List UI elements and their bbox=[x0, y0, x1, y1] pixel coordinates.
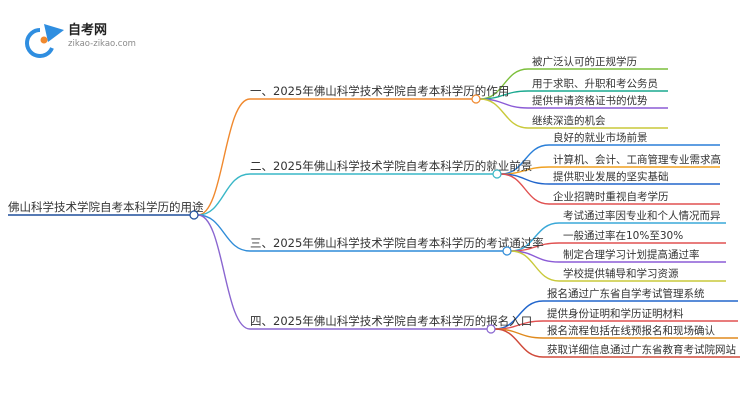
leaf-label: 计算机、会计、工商管理专业需求高 bbox=[553, 153, 721, 166]
leaf-label: 学校提供辅导和学习资源 bbox=[563, 267, 679, 280]
branch-to-leaf-connector bbox=[479, 98, 529, 129]
branch-collapse-dot[interactable] bbox=[492, 169, 502, 179]
leaf-label: 企业招聘时重视自考学历 bbox=[553, 190, 669, 203]
logo-name: 自考网 bbox=[68, 22, 107, 38]
root-collapse-dot[interactable] bbox=[189, 210, 199, 220]
branch-collapse-dot[interactable] bbox=[486, 324, 496, 334]
logo-mark-icon bbox=[25, 24, 64, 58]
leaf-node[interactable]: 企业招聘时重视自考学历 bbox=[549, 190, 720, 205]
leaf-node[interactable]: 获取详细信息通过广东省教育考试院网站 bbox=[543, 343, 740, 358]
leaf-node[interactable]: 被广泛认可的正规学历 bbox=[528, 55, 668, 70]
leaf-node[interactable]: 提供身份证明和学历证明材料 bbox=[543, 307, 738, 322]
leaf-node[interactable]: 提供申请资格证书的优势 bbox=[528, 94, 668, 109]
leaf-label: 提供职业发展的坚实基础 bbox=[553, 170, 669, 183]
leaf-node[interactable]: 报名通过广东省自学考试管理系统 bbox=[543, 287, 738, 302]
leaf-label: 继续深造的机会 bbox=[532, 114, 606, 127]
branch-label: 二、2025年佛山科学技术学院自考本科学历的就业前景 bbox=[250, 159, 532, 173]
root-to-branch-connector bbox=[197, 98, 251, 216]
leaf-label: 一般通过率在10%至30% bbox=[563, 229, 683, 242]
leaf-node[interactable]: 计算机、会计、工商管理专业需求高 bbox=[549, 153, 721, 168]
root-to-branch-connector bbox=[197, 214, 251, 330]
leaf-node[interactable]: 学校提供辅导和学习资源 bbox=[559, 267, 726, 282]
branch-node[interactable]: 三、2025年佛山科学技术学院自考本科学历的考试通过率 bbox=[250, 236, 544, 256]
root-label: 佛山科学技术学院自考本科学历的用途 bbox=[8, 200, 204, 214]
leaf-label: 用于求职、升职和考公务员 bbox=[532, 77, 658, 90]
branch-label: 四、2025年佛山科学技术学院自考本科学历的报名入口 bbox=[250, 314, 532, 328]
leaf-label: 制定合理学习计划提高通过率 bbox=[563, 248, 700, 261]
leaf-node[interactable]: 一般通过率在10%至30% bbox=[559, 229, 726, 244]
leaf-label: 良好的就业市场前景 bbox=[553, 131, 648, 144]
site-logo[interactable]: 自考网 zikao-zikao.com bbox=[25, 22, 136, 58]
logo-url: zikao-zikao.com bbox=[68, 39, 136, 49]
leaf-node[interactable]: 良好的就业市场前景 bbox=[549, 131, 720, 146]
branch-node[interactable]: 四、2025年佛山科学技术学院自考本科学历的报名入口 bbox=[250, 314, 532, 334]
branch-to-leaf-connector bbox=[494, 328, 544, 358]
leaf-label: 被广泛认可的正规学历 bbox=[532, 55, 637, 68]
leaf-node[interactable]: 制定合理学习计划提高通过率 bbox=[559, 248, 726, 263]
leaf-node[interactable]: 考试通过率因专业和个人情况而异 bbox=[559, 209, 726, 224]
root-node[interactable]: 佛山科学技术学院自考本科学历的用途 bbox=[8, 200, 204, 220]
branch-node[interactable]: 二、2025年佛山科学技术学院自考本科学历的就业前景 bbox=[250, 159, 532, 179]
leaf-label: 提供身份证明和学历证明材料 bbox=[547, 307, 684, 320]
root-to-branch-connector bbox=[197, 173, 251, 216]
leaf-node[interactable]: 报名流程包括在线预报名和现场确认 bbox=[543, 324, 738, 339]
leaf-label: 提供申请资格证书的优势 bbox=[532, 94, 648, 107]
branch-collapse-dot[interactable] bbox=[502, 246, 512, 256]
branch-label: 一、2025年佛山科学技术学院自考本科学历的作用 bbox=[250, 84, 509, 98]
branch-collapse-dot[interactable] bbox=[471, 94, 481, 104]
leaf-label: 报名通过广东省自学考试管理系统 bbox=[547, 287, 705, 300]
leaf-label: 报名流程包括在线预报名和现场确认 bbox=[547, 324, 715, 337]
connectors bbox=[197, 68, 560, 358]
leaf-label: 考试通过率因专业和个人情况而异 bbox=[563, 209, 721, 222]
branch-to-leaf-connector bbox=[500, 173, 550, 205]
branch-label: 三、2025年佛山科学技术学院自考本科学历的考试通过率 bbox=[250, 236, 544, 250]
leaf-node[interactable]: 用于求职、升职和考公务员 bbox=[528, 77, 668, 92]
leaf-node[interactable]: 继续深造的机会 bbox=[528, 114, 668, 129]
leaf-node[interactable]: 提供职业发展的坚实基础 bbox=[549, 170, 720, 185]
branch-node[interactable]: 一、2025年佛山科学技术学院自考本科学历的作用 bbox=[250, 84, 509, 104]
branch-to-leaf-connector bbox=[510, 250, 560, 282]
leaf-label: 获取详细信息通过广东省教育考试院网站 bbox=[547, 343, 736, 356]
root-to-branch-connector bbox=[197, 214, 251, 252]
